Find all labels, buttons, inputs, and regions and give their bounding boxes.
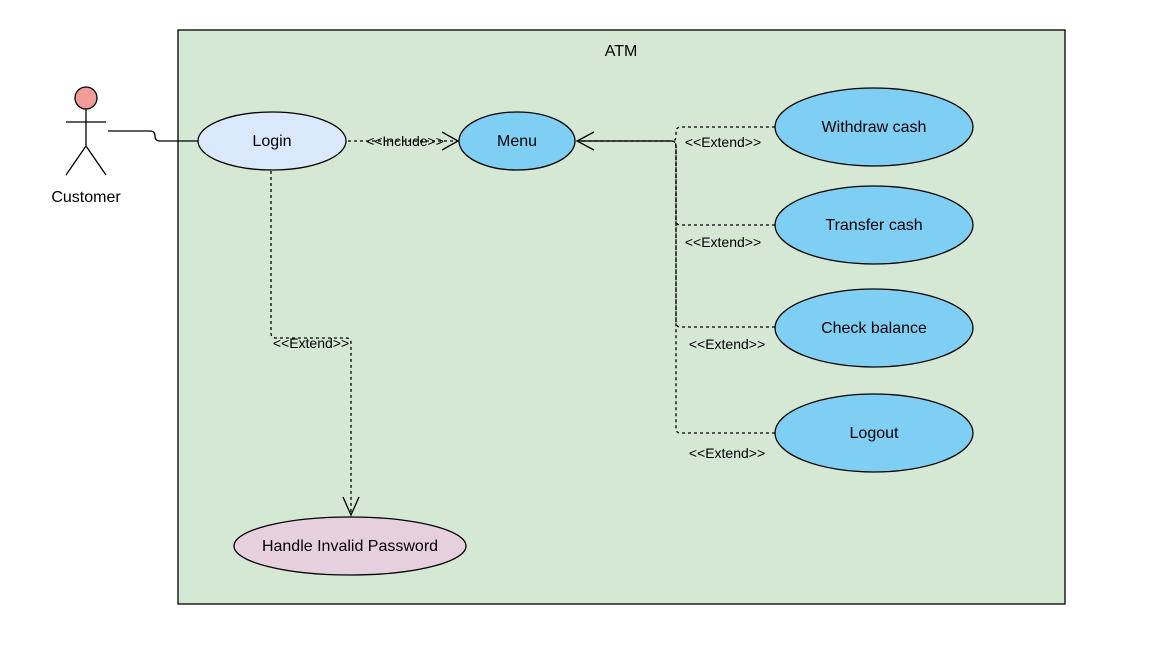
- actor-label: Customer: [51, 189, 121, 206]
- use-case-withdraw-cash: Withdraw cash: [774, 87, 974, 167]
- use-case-menu: Menu: [458, 111, 576, 171]
- include-label: <<Include>>: [366, 133, 444, 149]
- use-case-transfer-cash: Transfer cash: [774, 185, 974, 265]
- use-case-handle-invalid-password: Handle Invalid Password: [233, 516, 467, 576]
- system-title: ATM: [605, 43, 638, 60]
- svg-text:Handle Invalid Password: Handle Invalid Password: [262, 538, 438, 555]
- svg-text:Check balance: Check balance: [821, 320, 927, 337]
- use-case-logout: Logout: [774, 393, 974, 473]
- include-login-menu: <<Include>>: [348, 131, 460, 151]
- use-case-login: Login: [197, 111, 347, 171]
- use-case-check-balance: Check balance: [774, 288, 974, 368]
- association-customer-login: [108, 130, 198, 142]
- extend-connectors: [575, 126, 775, 434]
- extend-invalid-label: <<Extend>>: [273, 335, 349, 351]
- actor-head: [74, 86, 98, 110]
- svg-text:Menu: Menu: [497, 133, 537, 150]
- svg-text:Logout: Logout: [850, 425, 899, 442]
- svg-text:Transfer cash: Transfer cash: [825, 217, 922, 234]
- extend-check-balance-label: <<Extend>>: [689, 336, 765, 352]
- svg-text:Login: Login: [252, 133, 291, 150]
- actor-customer: Customer: [51, 86, 121, 206]
- extend-invalid-login: <<Extend>>: [270, 171, 360, 517]
- svg-text:Withdraw cash: Withdraw cash: [822, 119, 927, 136]
- extend-withdraw-label: <<Extend>>: [685, 134, 761, 150]
- extend-transfer-label: <<Extend>>: [685, 234, 761, 250]
- extend-logout-label: <<Extend>>: [689, 445, 765, 461]
- extend-arrowhead: [575, 131, 595, 151]
